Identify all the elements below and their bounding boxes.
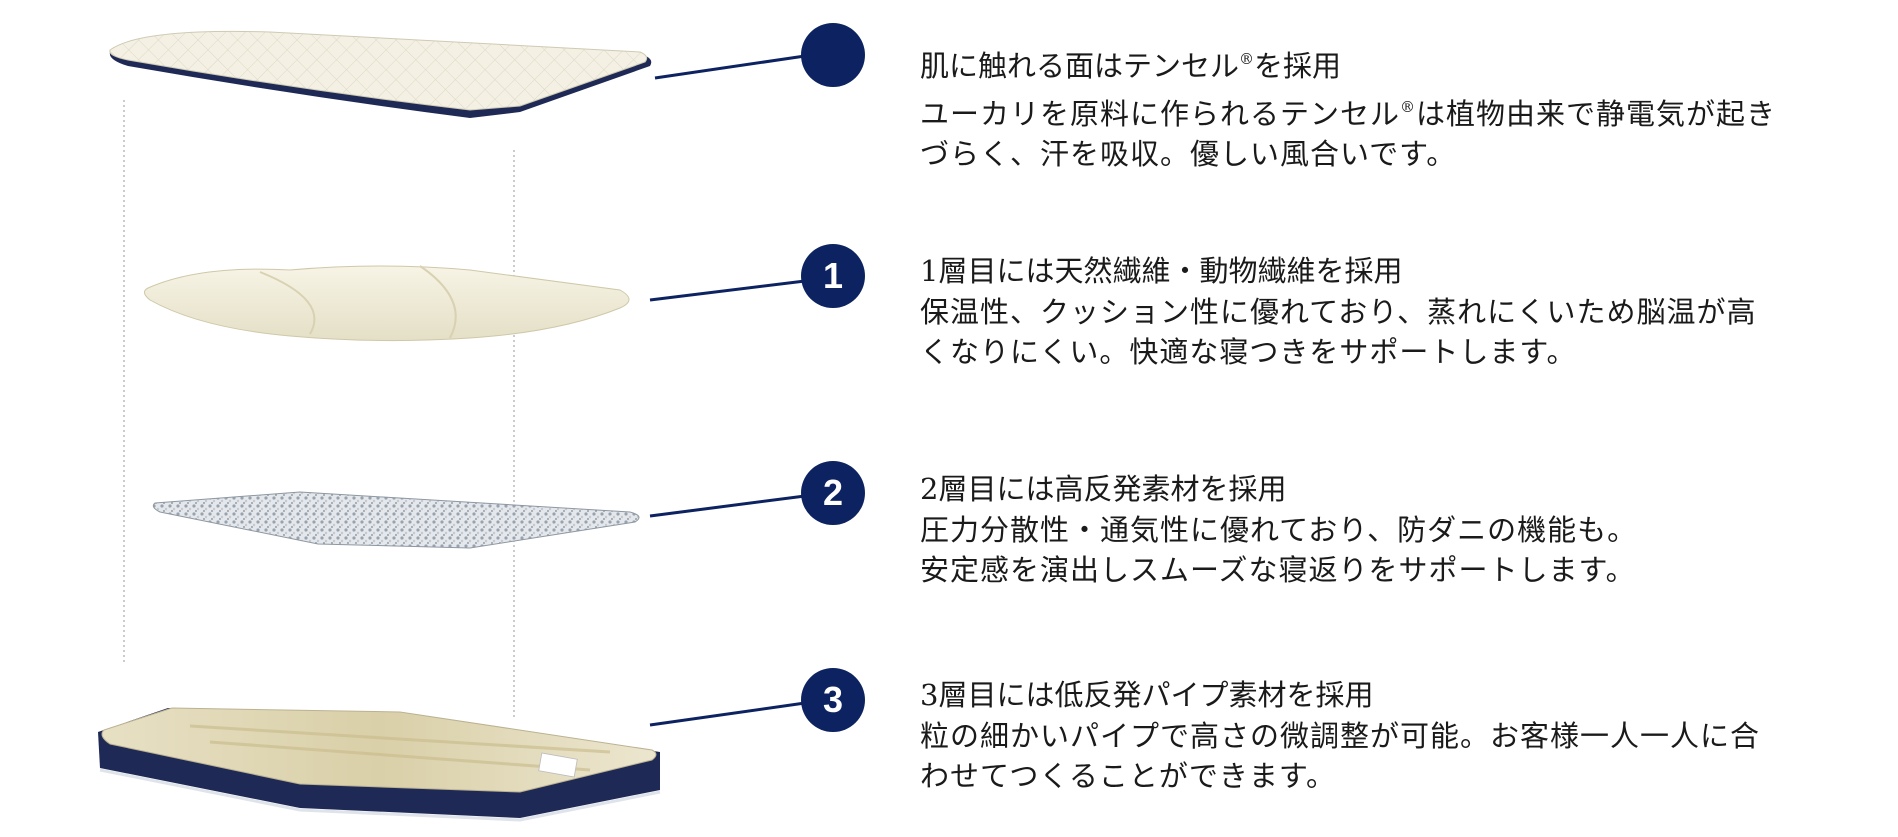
layer-3-desc-line-2: わせてつくることができます。 <box>920 759 1336 793</box>
layer-2-desc-line-2: 安定感を演出しスムーズな寝返りをサポートします。 <box>920 553 1636 587</box>
connector-line-top <box>654 54 806 80</box>
layer-top-description: ユーカリを原料に作られるテンセル®は植物由来で静電気が起き づらく、汗を吸収。優… <box>920 87 1880 174</box>
high-resilience-layer-illustration <box>152 491 640 549</box>
marker-1-label: 1 <box>823 255 843 296</box>
layer-top-text: 肌に触れる面はテンセル®を採用 ユーカリを原料に作られるテンセル®は植物由来で静… <box>920 38 1880 174</box>
layer-1-description: 保温性、クッション性に優れており、蒸れにくいため脳温が高 くなりにくい。快適な寝… <box>920 292 1880 372</box>
tencel-cover-illustration <box>109 30 652 118</box>
layer-top-title: 肌に触れる面はテンセル®を採用 <box>920 38 1880 87</box>
marker-1 <box>801 244 865 308</box>
marker-2 <box>801 461 865 525</box>
registered-mark: ® <box>1239 50 1255 68</box>
marker-blank <box>801 23 865 87</box>
layer-2-title: 2層目には高反発素材を採用 <box>920 472 1287 506</box>
natural-fiber-layer-illustration <box>144 265 630 342</box>
pipe-layer-illustration <box>98 707 661 822</box>
layer-1-title: 1層目には天然繊維・動物繊維を採用 <box>920 254 1403 288</box>
layer-2-desc-line-1: 圧力分散性・通気性に優れており、防ダニの機能も。 <box>920 513 1638 547</box>
layer-top-desc-line-2: づらく、汗を吸収。優しい風合いです。 <box>920 137 1457 171</box>
marker-2-label: 2 <box>823 472 843 513</box>
layer-1-desc-line-2: くなりにくい。快適な寝つきをサポートします。 <box>920 335 1577 369</box>
layer-3-desc-line-1: 粒の細かいパイプで高さの微調整が可能。お客様一人一人に合 <box>920 719 1761 753</box>
marker-3-label: 3 <box>823 679 843 720</box>
layer-top-desc-line-1-main: ユーカリを原料に作られるテンセル <box>920 97 1401 131</box>
layer-2-text: 2層目には高反発素材を採用 圧力分散性・通気性に優れており、防ダニの機能も。 安… <box>920 468 1880 590</box>
layer-1-desc-line-1: 保温性、クッション性に優れており、蒸れにくいため脳温が高 <box>920 295 1757 329</box>
layer-3-text: 3層目には低反発パイプ素材を採用 粒の細かいパイプで高さの微調整が可能。お客様一… <box>920 674 1880 796</box>
layer-3-description: 粒の細かいパイプで高さの微調整が可能。お客様一人一人に合 わせてつくることができ… <box>920 716 1880 796</box>
layer-top-title-tail: を採用 <box>1254 49 1342 83</box>
layer-1-text: 1層目には天然繊維・動物繊維を採用 保温性、クッション性に優れており、蒸れにくい… <box>920 250 1880 372</box>
connector-line-2 <box>649 494 806 518</box>
connector-line-3 <box>649 701 806 727</box>
layer-top-title-main: 肌に触れる面はテンセル <box>920 49 1240 83</box>
registered-mark: ® <box>1400 98 1417 116</box>
layer-top-desc-line-1-tail: は植物由来で静電気が起き <box>1416 97 1777 131</box>
layer-top-desc-line-1: ユーカリを原料に作られるテンセル®は植物由来で静電気が起き <box>920 87 1880 134</box>
layer-2-description: 圧力分散性・通気性に優れており、防ダニの機能も。 安定感を演出しスムーズな寝返り… <box>920 510 1880 590</box>
connector-line-1 <box>649 279 806 302</box>
layer-3-title: 3層目には低反発パイプ素材を採用 <box>920 678 1374 712</box>
marker-3 <box>801 668 865 732</box>
